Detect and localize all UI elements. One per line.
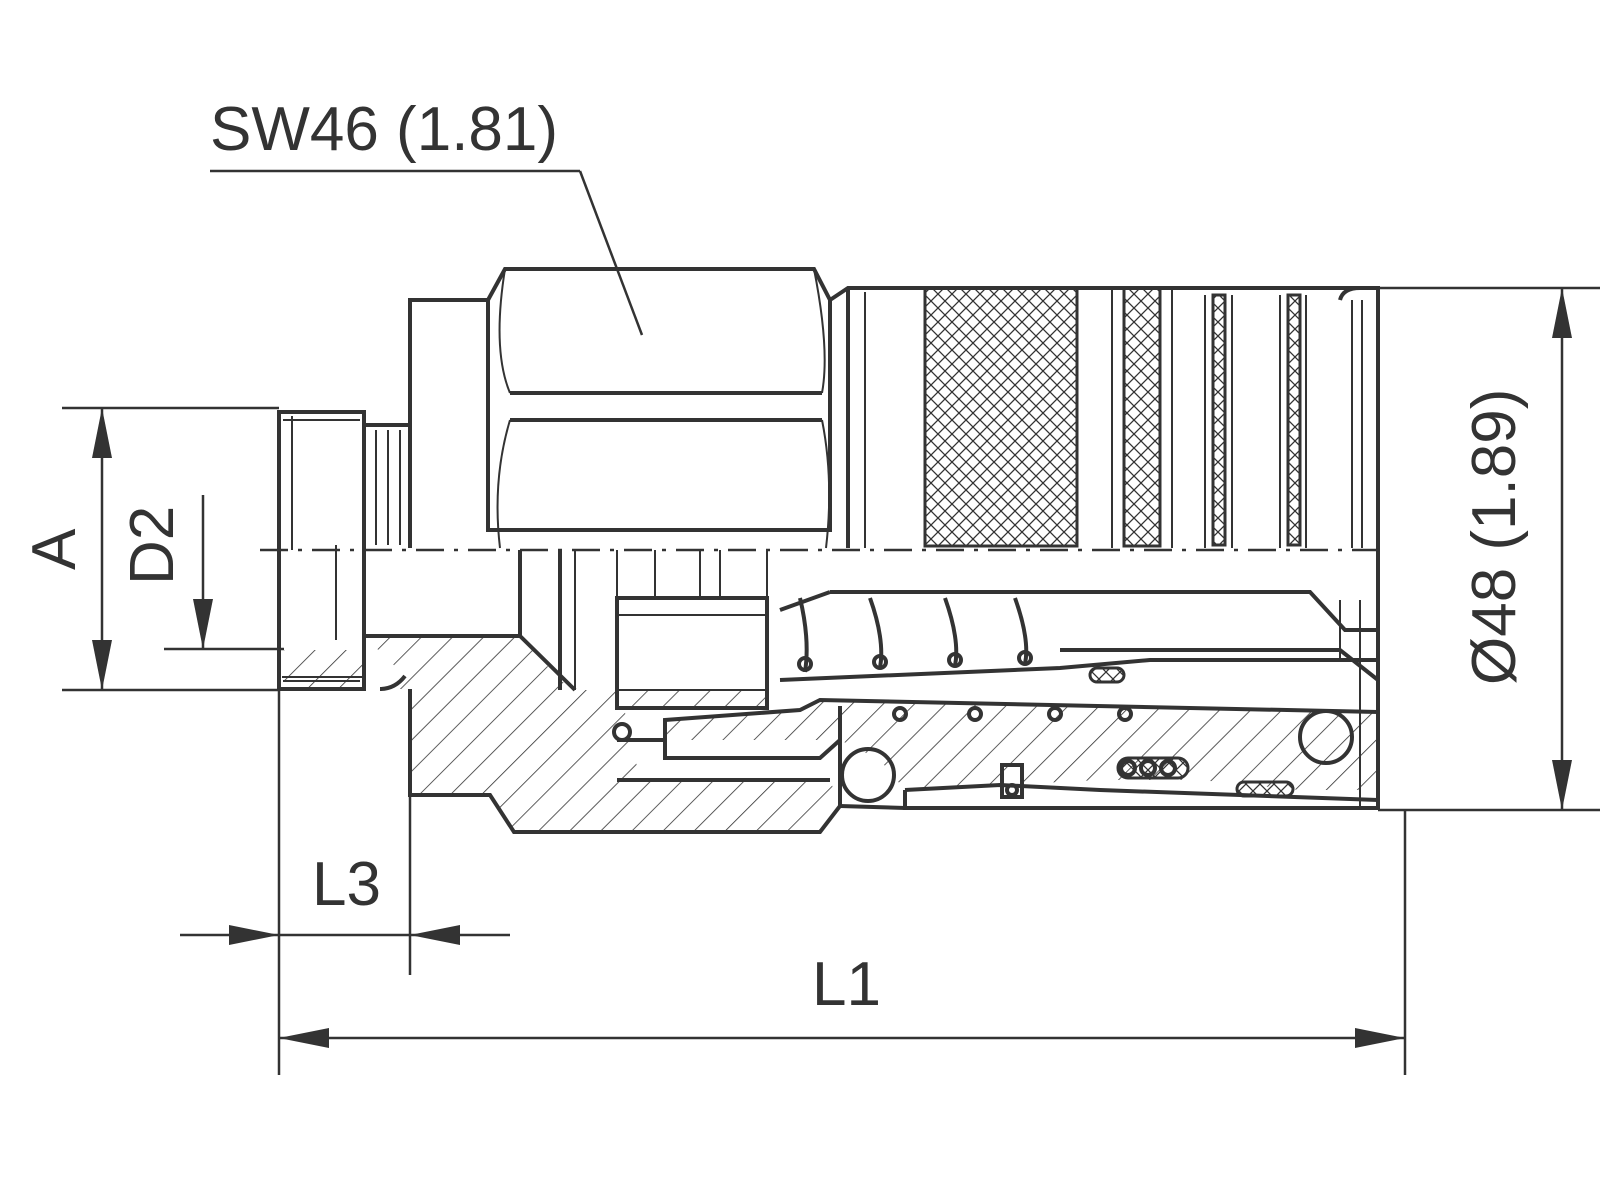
dim-l3-label: L3 [312,850,381,919]
dim-l1-label: L1 [812,950,881,1019]
dim-a-label: A [20,528,89,570]
wrench-size-leader [210,169,644,336]
hex-nut [486,267,832,549]
wrench-size-label: SW46 (1.81) [210,95,558,164]
dim-diameter [1140,286,1600,812]
dim-a [62,406,279,692]
dim-diameter-label: Ø48 (1.89) [1460,389,1529,685]
spring-coils [797,597,1133,722]
section-view [364,550,1380,832]
locking-ball-right [1298,709,1354,765]
dim-l3 [180,690,510,1075]
dim-l1 [279,810,1407,1075]
knurled-sleeve [828,286,1380,810]
locking-ball-left [840,747,896,803]
dim-d2-label: D2 [118,506,187,585]
dim-d2 [164,495,284,651]
